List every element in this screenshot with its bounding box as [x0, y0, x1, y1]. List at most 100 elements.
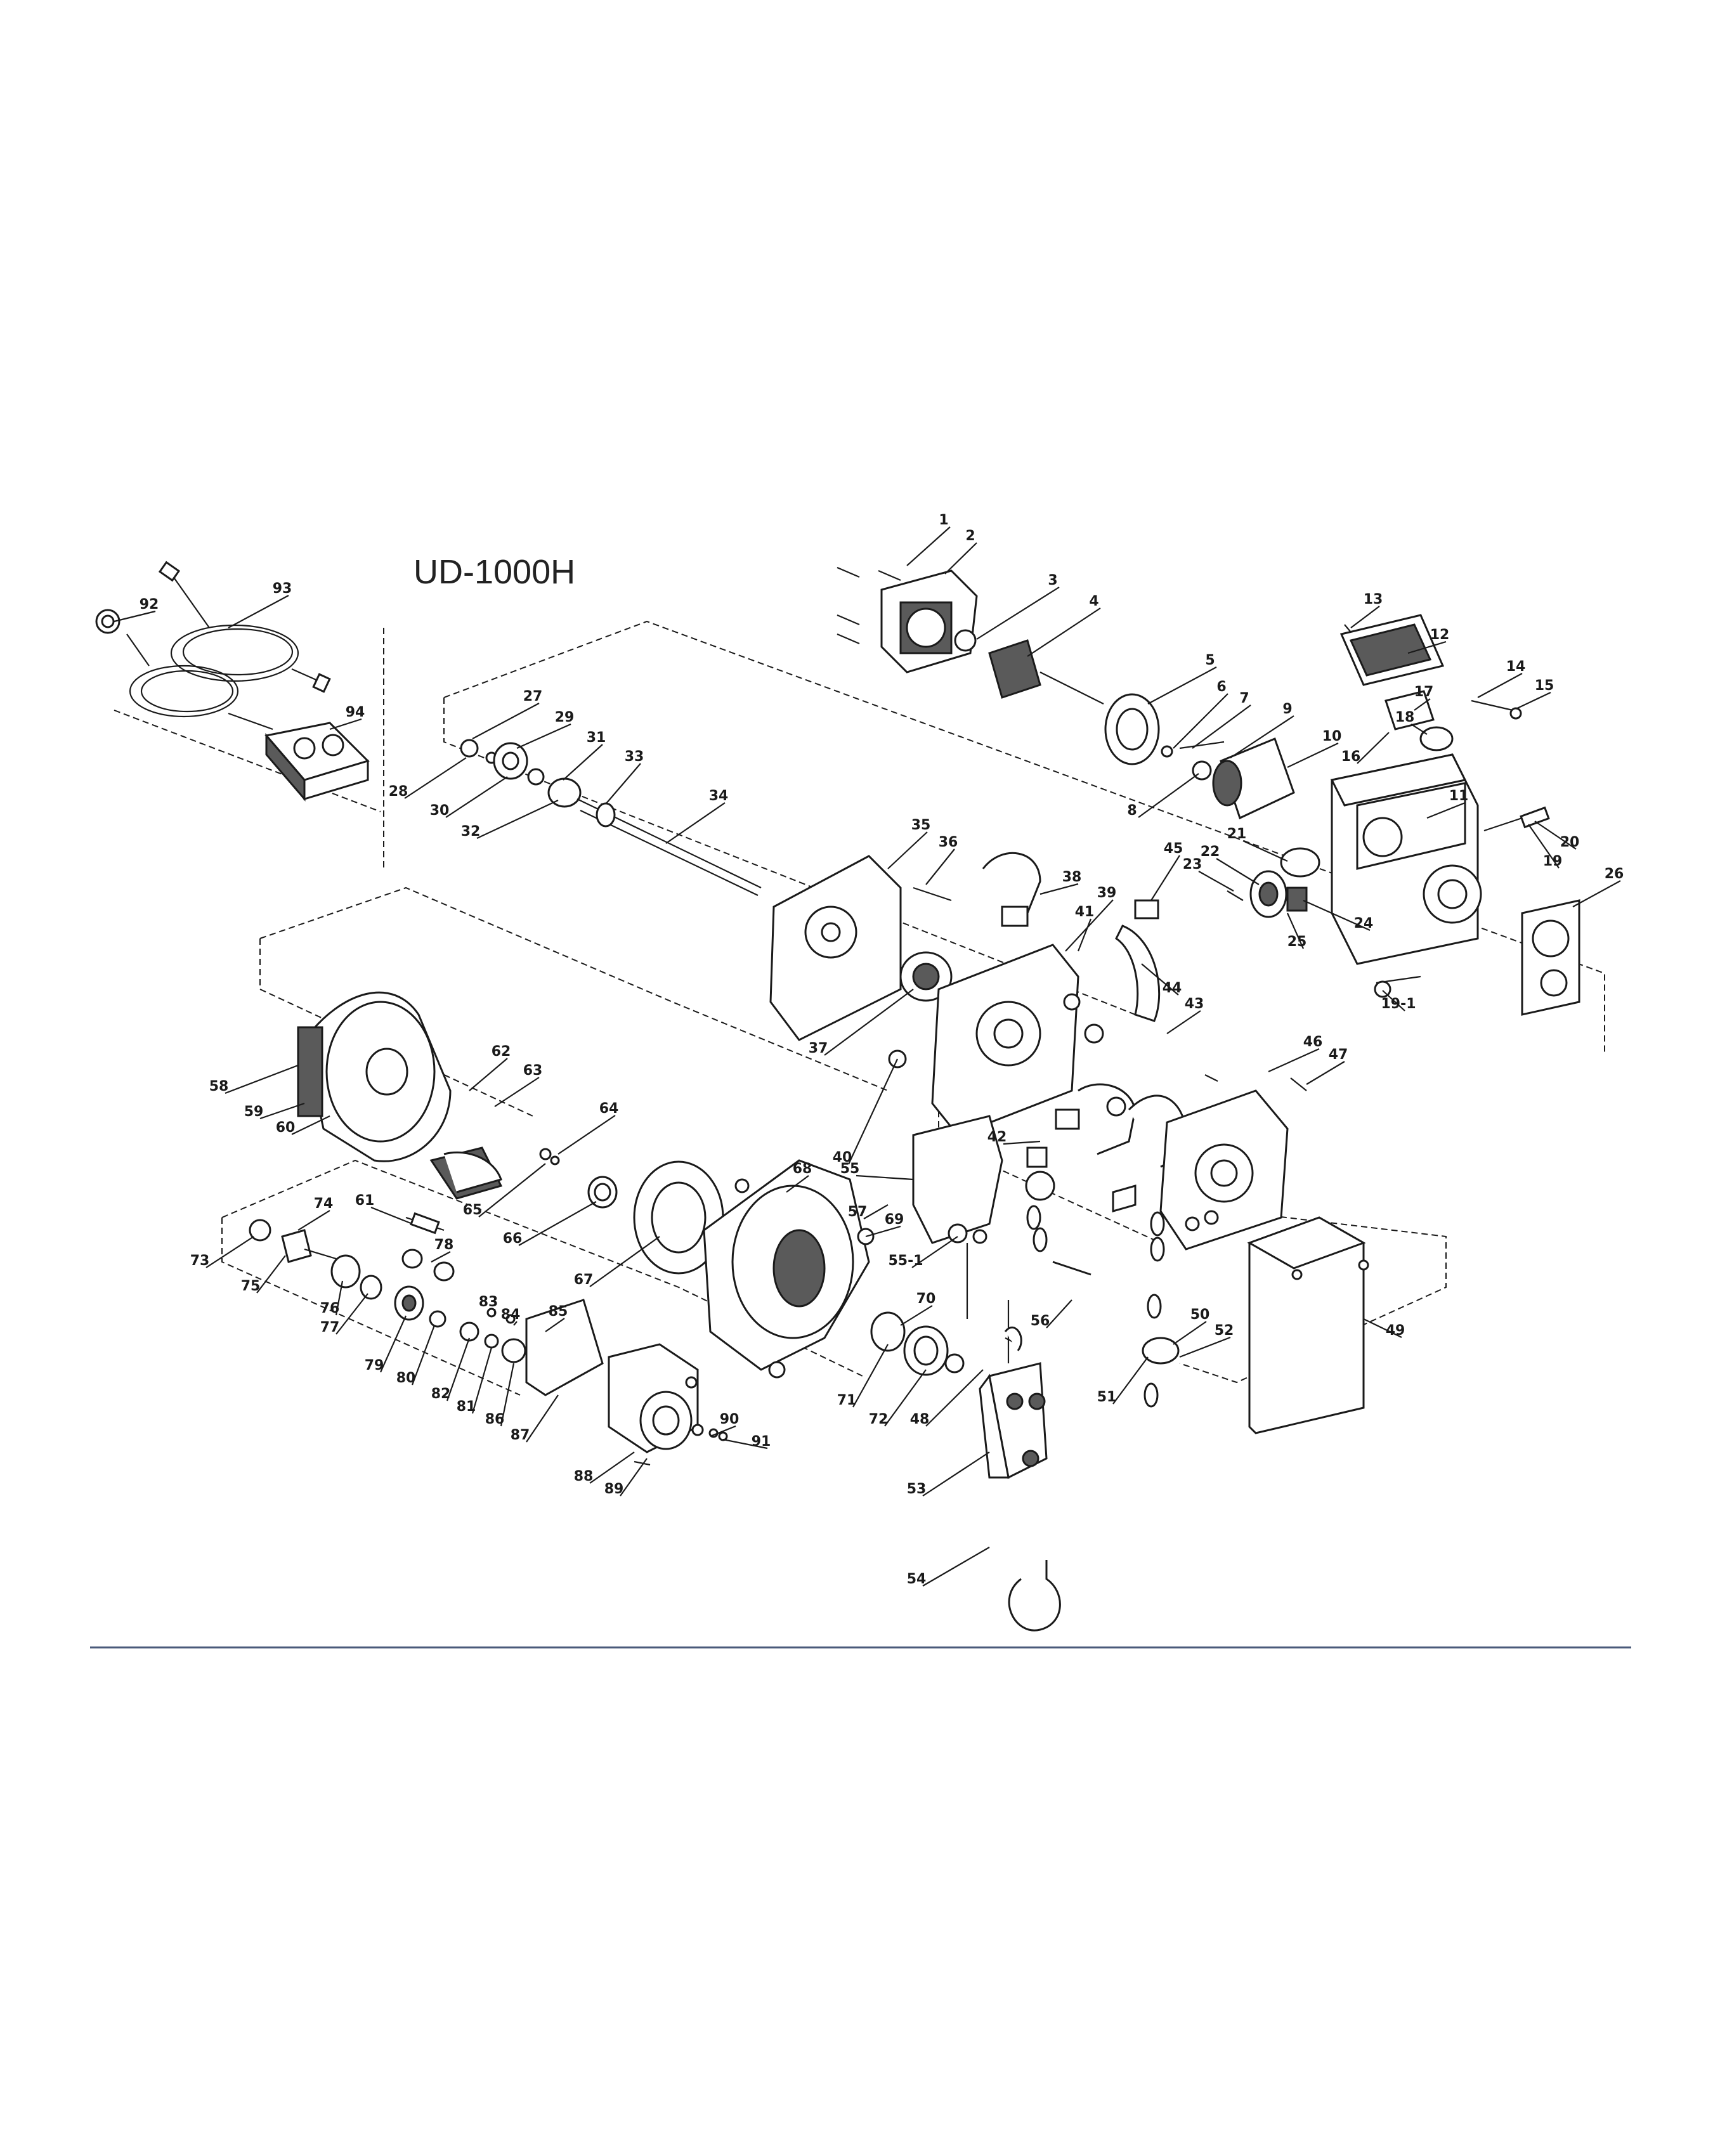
part-label: 27 [523, 689, 543, 705]
part-label: 54 [907, 1571, 927, 1587]
part-label: 40 [833, 1150, 852, 1166]
leader-line [1179, 1336, 1231, 1358]
part-label: 51 [1097, 1389, 1117, 1405]
shaft-assembly [460, 739, 762, 896]
leader-line [1192, 705, 1251, 749]
leader-line [469, 1058, 508, 1091]
part-label: 85 [549, 1304, 568, 1320]
part-label: 34 [709, 788, 729, 804]
part-label: 56 [1031, 1313, 1050, 1329]
part-label: 90 [720, 1412, 739, 1427]
leader-line [786, 1175, 809, 1193]
part-label: 61 [355, 1193, 375, 1209]
leader-line [1198, 871, 1234, 892]
part-label: 59 [244, 1104, 264, 1120]
part-label: 25 [1287, 934, 1307, 950]
leader-line [545, 1318, 565, 1332]
part-label: 93 [273, 581, 292, 597]
part-label: 1 [939, 512, 948, 528]
part-label: 52 [1215, 1323, 1234, 1339]
part-label: 13 [1364, 592, 1383, 607]
leader-line [1303, 899, 1371, 932]
leader-line [605, 763, 641, 805]
part-label: 70 [916, 1291, 936, 1307]
part-label: 89 [604, 1481, 624, 1497]
leader-line [404, 757, 467, 799]
leader-line [1426, 802, 1466, 819]
leader-line [1268, 1048, 1320, 1073]
part-label: 79 [365, 1358, 384, 1373]
leader-line [922, 1451, 990, 1497]
part-label: 71 [837, 1393, 857, 1408]
part-label: 60 [276, 1120, 296, 1136]
brake-gear-assembly [297, 991, 503, 1235]
part-label: 78 [434, 1237, 454, 1253]
part-label: 83 [479, 1294, 498, 1310]
part-label: 15 [1535, 678, 1554, 694]
part-label: 31 [587, 730, 606, 746]
leader-line [1027, 607, 1101, 657]
leader-line [911, 1236, 958, 1268]
leader-line [471, 1347, 493, 1414]
leader-line [925, 848, 955, 885]
leader-line [925, 1369, 984, 1427]
leader-line [665, 802, 726, 844]
leader-line [887, 831, 928, 869]
leader-line [1286, 912, 1305, 949]
part-label: 94 [346, 705, 365, 720]
part-label: 69 [885, 1212, 904, 1228]
part-label: 74 [314, 1196, 334, 1212]
leader-line [589, 1451, 635, 1484]
part-label: 67 [574, 1272, 594, 1288]
leader-line [336, 1293, 368, 1335]
leader-line [1216, 858, 1260, 885]
leader-line [1230, 715, 1294, 758]
leader-line [329, 718, 362, 731]
leader-line [1414, 698, 1431, 711]
part-label: 82 [431, 1386, 451, 1402]
part-label: 33 [625, 749, 644, 765]
part-label: 30 [430, 803, 450, 819]
leader-line [478, 1163, 546, 1218]
leader-line [884, 1369, 927, 1427]
leader-line [411, 1325, 436, 1386]
part-label: 44 [1163, 980, 1182, 996]
part-label: 47 [1329, 1047, 1348, 1063]
part-label: 77 [320, 1320, 340, 1335]
part-label: 17 [1414, 684, 1434, 700]
leader-line [1138, 773, 1199, 818]
leader-line [259, 1102, 305, 1120]
part-number-labels: 1234567891011121314151617181919-12021222… [114, 512, 1624, 1587]
leader-line [865, 1225, 901, 1238]
leader-line [225, 1064, 299, 1094]
leader-line [848, 1058, 898, 1165]
part-label: 29 [555, 710, 575, 725]
part-label: 76 [320, 1301, 340, 1316]
part-label: 53 [907, 1481, 927, 1497]
leader-line [1350, 606, 1380, 628]
part-label: 3 [1048, 573, 1057, 588]
part-label: 45 [1164, 841, 1183, 857]
part-label: 86 [485, 1412, 505, 1427]
part-label: 73 [190, 1253, 210, 1269]
part-label: 10 [1322, 729, 1342, 744]
leader-line [852, 1344, 889, 1408]
leader-line [976, 587, 1060, 640]
part-label: 41 [1075, 904, 1095, 920]
part-label: 21 [1227, 826, 1247, 842]
leader-line [722, 1438, 768, 1450]
model-title: UD-1000H [414, 553, 575, 591]
leader-line [1572, 880, 1621, 907]
part-label: 19-1 [1381, 996, 1416, 1012]
part-label: 55 [840, 1161, 860, 1177]
lower-casing [539, 1148, 965, 1379]
leader-line [1477, 673, 1523, 698]
leader-line [1173, 1321, 1207, 1345]
leader-line [513, 1321, 518, 1326]
leader-line [472, 703, 540, 739]
part-label: 92 [140, 597, 159, 613]
part-label: 36 [939, 834, 958, 850]
reduction-gear-parts [249, 1219, 728, 1466]
leader-line [900, 1305, 933, 1326]
center-housing [769, 852, 1307, 1250]
